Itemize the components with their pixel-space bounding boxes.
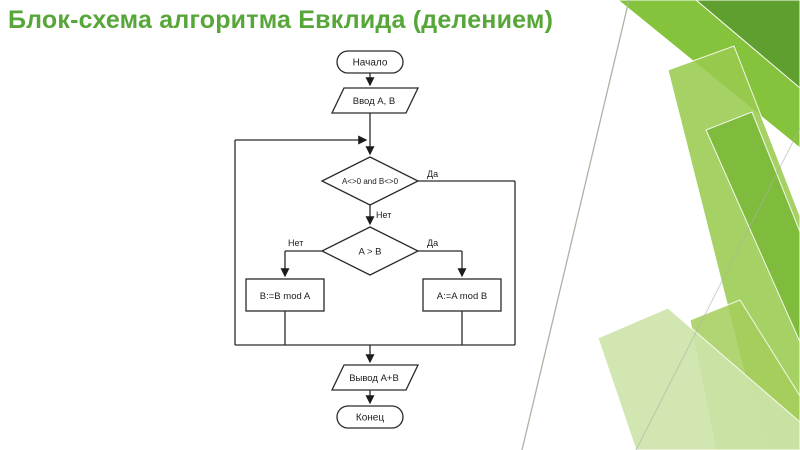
flow-connectors <box>234 73 516 405</box>
node-input: Ввод A, B <box>330 87 420 114</box>
output-label: Вывод A+B <box>349 373 399 384</box>
branch-label-compare-no: Нет <box>288 238 303 248</box>
deco-shard-corner-triangle <box>695 0 800 89</box>
node-start: Начало <box>336 50 404 74</box>
branch-label-compare-yes: Да <box>427 238 438 248</box>
slide-title: Блок-схема алгоритма Евклида (делением) <box>8 6 554 34</box>
node-assign-a: A:=A mod B <box>422 278 502 312</box>
start-label: Начало <box>353 58 388 69</box>
compare-condition-label: A > B <box>359 247 382 258</box>
node-output: Вывод A+B <box>330 364 420 391</box>
assign-b-label: B:=B mod A <box>260 291 311 302</box>
node-loop-condition: A<>0 and B<>0 <box>320 156 420 206</box>
end-terminator-shape <box>336 405 404 429</box>
output-parallelogram-shape <box>330 364 420 391</box>
branch-label-loop-yes: Да <box>427 169 438 179</box>
assign-a-process-shape <box>422 278 502 312</box>
input-label: Ввод A, B <box>353 96 396 107</box>
node-compare-condition: A > B <box>320 226 420 276</box>
deco-diagonal-line-2 <box>635 127 800 450</box>
node-assign-b: B:=B mod A <box>245 278 325 312</box>
assign-a-label: A:=A mod B <box>437 291 487 302</box>
loop-condition-label: A<>0 and B<>0 <box>342 177 399 186</box>
deco-diagonal-line <box>521 0 630 450</box>
node-end: Конец <box>336 405 404 429</box>
loop-decision-shape <box>320 156 420 206</box>
branch-label-loop-no: Нет <box>376 210 391 220</box>
assign-b-process-shape <box>245 278 325 312</box>
start-terminator-shape <box>336 50 404 74</box>
end-label: Конец <box>356 413 384 424</box>
input-parallelogram-shape <box>330 87 420 114</box>
deco-shard-pale <box>597 307 800 450</box>
compare-decision-shape <box>320 226 420 276</box>
deco-shard-mid <box>705 111 800 343</box>
